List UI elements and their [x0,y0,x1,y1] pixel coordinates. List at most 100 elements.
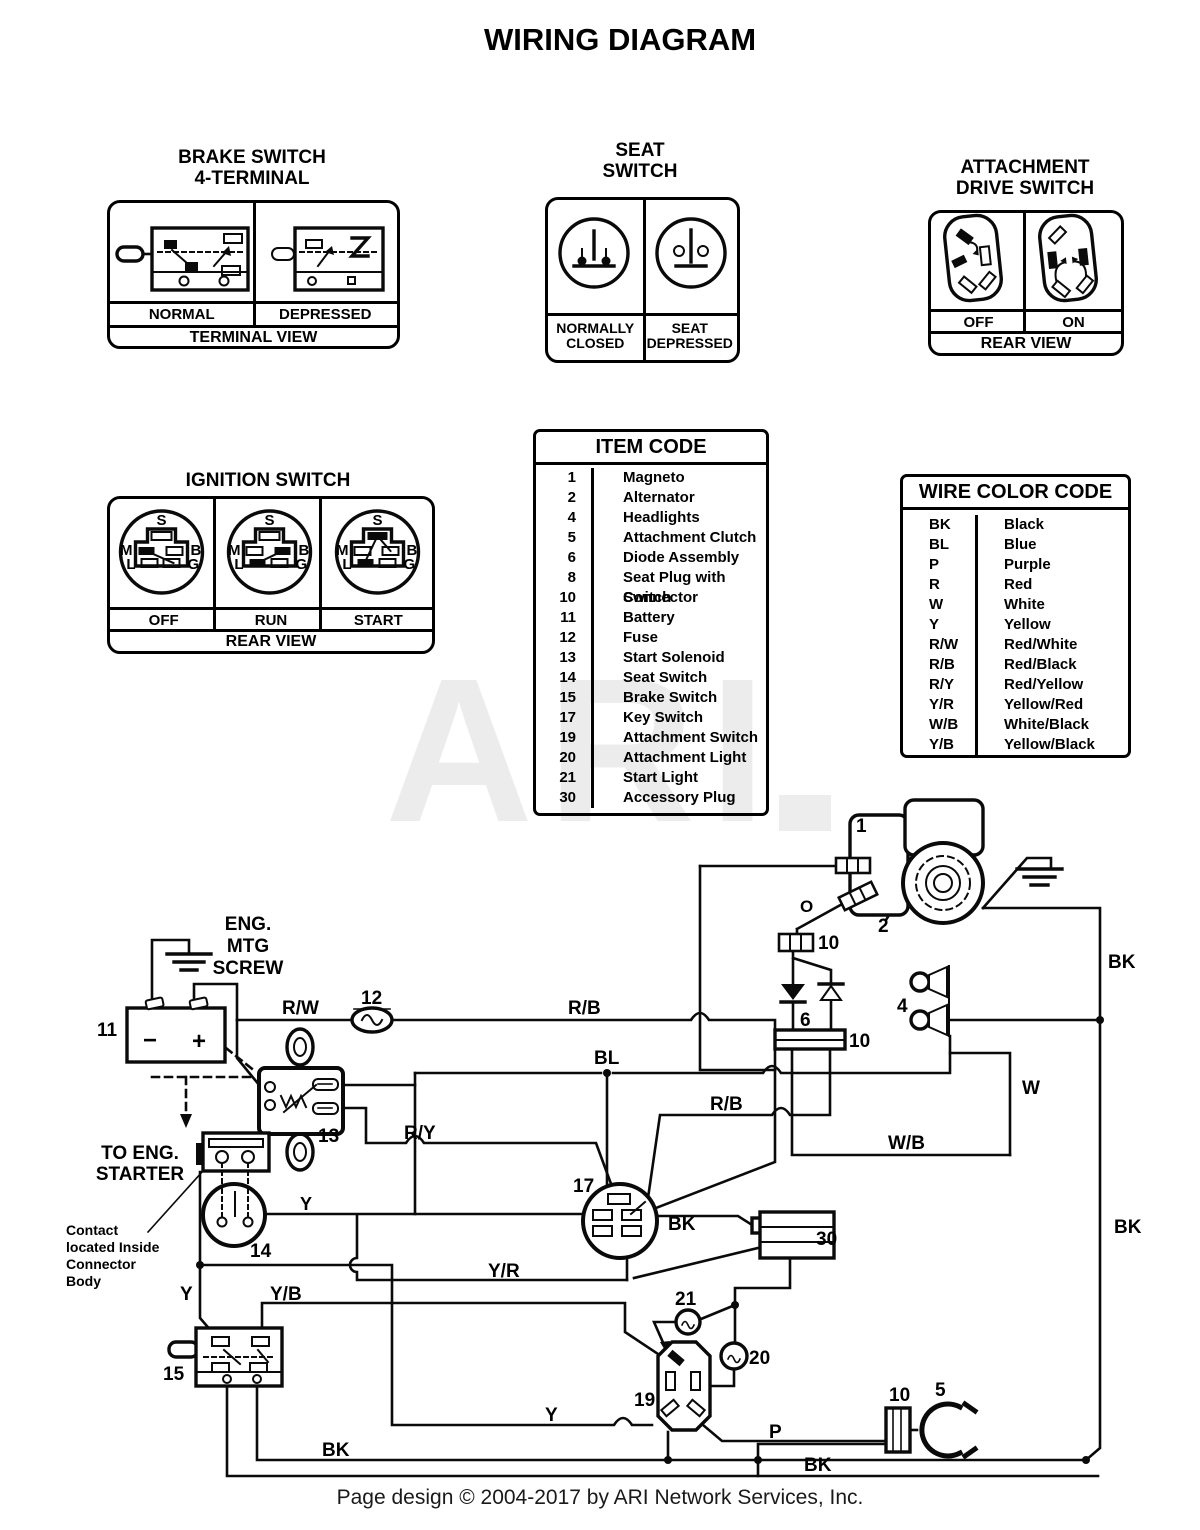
attachment-light [719,1341,749,1371]
seat-title-line1: SEAT [615,140,665,161]
color-label: Red/Black [975,655,1128,675]
item-row: 12 Fuse [536,628,766,648]
ignition-title: IGNITION SWITCH [185,470,351,491]
item-code: 1 [567,469,576,486]
wire-label: 6 [800,1010,811,1031]
item-code: 2 [567,489,576,506]
ignition-terminal-letter: M [336,542,349,559]
color-row: W White [903,595,1128,615]
brake-panel: NORMAL DEPRESSED TERMINAL VIEW [107,200,400,349]
attachment-panel-title: ATTACHMENT DRIVE SWITCH [928,157,1122,199]
ignition-terminal-letter: S [156,512,166,529]
brake-title-line1: BRAKE SWITCH [178,147,326,168]
battery [125,996,227,1064]
item-label: Attachment Switch [591,728,766,748]
fuse [350,1006,394,1034]
start-light [674,1308,702,1336]
wire-label: 19 [634,1390,655,1411]
item-row: 8 Seat Plug with Switch [536,568,766,606]
wire-label: W [1022,1078,1040,1099]
wire-label: 30 [816,1229,837,1250]
wire-label: 15 [163,1364,185,1385]
wire-label: Connector [66,1256,137,1272]
item-code: 12 [559,629,576,646]
wire-label: BK [322,1440,350,1461]
wire-ry [336,1106,616,1194]
item-label: Battery [591,608,766,628]
ignition-panel: OFF RUN START REAR VIEW [107,496,435,654]
wire-bk-key-to-plug [642,1214,762,1232]
brake-cell-normal: NORMAL [148,306,215,323]
ari-watermark: ARI [385,636,781,865]
wire-y-bottom [390,1301,654,1427]
attachment-divider [1023,213,1026,332]
brake-switch-symbol [167,1326,284,1388]
color-label: Yellow [975,615,1128,635]
seat-panel-title: SEAT SWITCH [545,140,735,182]
wire-label: W/B [888,1133,925,1154]
wire-color-header: WIRE COLOR CODE [903,477,1128,510]
attachment-panel: OFF ON REAR VIEW [928,210,1124,356]
wire-lights-feed [699,1256,792,1345]
item-label: Brake Switch [591,688,766,708]
ignition-divider-2 [319,499,322,630]
item-label: Start Solenoid [591,648,766,668]
attachment-caption: REAR VIEW [931,331,1121,353]
wire-label: 10 [889,1385,910,1406]
key-switch-symbol [581,1182,659,1260]
color-code: Y/R [929,696,955,713]
ignition-terminal-letter: L [126,556,135,573]
ground-symbol-engine [1015,867,1064,887]
wire-battery-ground [150,938,191,1003]
wire-junction-right [198,1263,394,1305]
attachment-cell-on: ON [1062,314,1085,331]
wire-p [701,1423,888,1443]
brake-caption: TERMINAL VIEW [110,325,397,346]
item-code: 8 [567,569,576,586]
item-label: Seat Plug with Switch [591,568,766,606]
start-solenoid [257,1027,345,1172]
wire-label: ENG. [225,914,271,935]
item-label: Attachment Clutch [591,528,766,548]
wire-label: 17 [573,1176,594,1197]
color-label: Red/Yellow [975,675,1128,695]
color-code: W [929,596,944,613]
wire-label: R/B [710,1094,743,1115]
wire-21-to-19 [652,1320,678,1349]
wire-label: O [800,897,813,916]
wire-w [948,1034,1012,1157]
brake-state-row: NORMAL DEPRESSED [110,301,397,326]
color-code: Y/B [929,736,955,753]
color-code: P [929,556,940,573]
color-code: R/W [929,636,959,653]
attachment-state-row: OFF ON [931,309,1121,332]
color-label: White [975,595,1128,615]
color-label: Yellow/Red [975,695,1128,715]
color-code: W/B [929,716,959,733]
wire-label: 10 [818,933,839,954]
wire-label: 1 [856,816,867,837]
color-label: Purple [975,555,1128,575]
attachment-cell-off: OFF [963,314,994,331]
item-label: Fuse [591,628,766,648]
item-label: Start Light [591,768,766,788]
item-row: 11 Battery [536,608,766,628]
ignition-cell-off: OFF [148,612,179,629]
item-code: 5 [567,529,576,546]
wires [146,832,1102,1478]
color-code: R [929,576,940,593]
wire-rb-2 [646,1047,832,1200]
seat-switch-symbol [201,1182,267,1248]
item-code: 11 [560,609,576,626]
arrowhead-19 [660,1341,670,1352]
